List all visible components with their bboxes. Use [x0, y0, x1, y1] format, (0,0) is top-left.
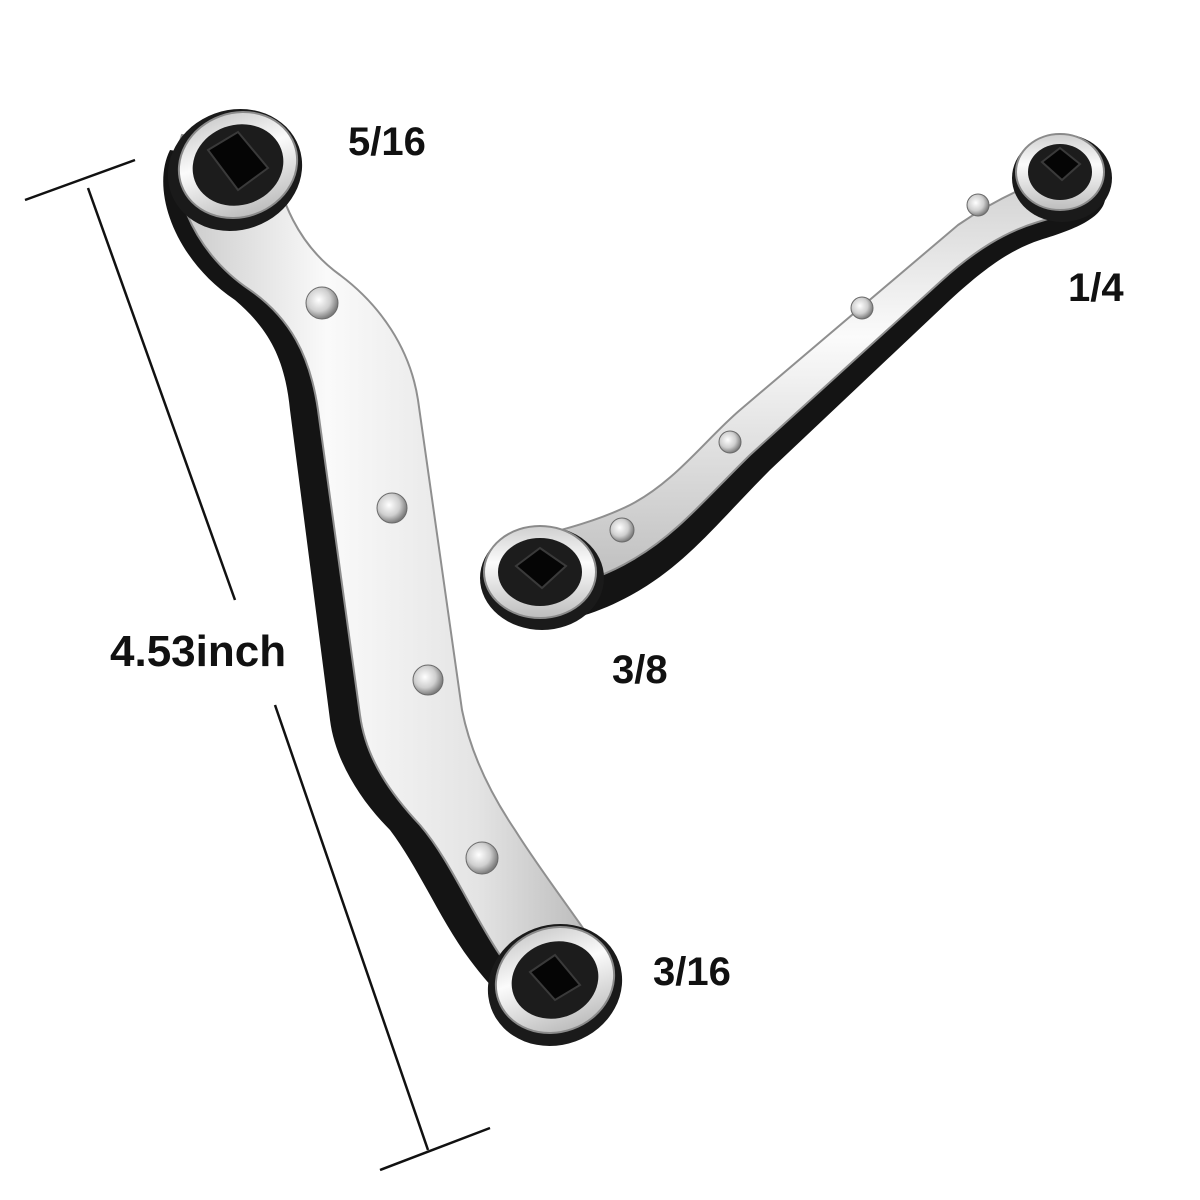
size-label-1-4: 1/4 — [1068, 266, 1124, 310]
length-dimension-label: 4.53inch — [110, 627, 287, 676]
size-label-5-16: 5/16 — [348, 120, 426, 164]
short-wrench — [480, 133, 1112, 630]
dimension-lines — [24, 158, 491, 1172]
long-wrench — [163, 109, 623, 1046]
size-label-3-8: 3/8 — [612, 648, 668, 692]
size-label-3-16: 3/16 — [653, 950, 731, 994]
